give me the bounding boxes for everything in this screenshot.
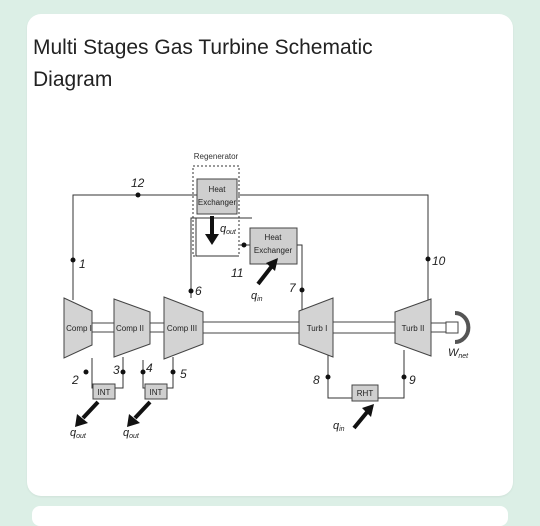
turbine-1: Turb I: [298, 297, 334, 358]
comp1-label: Comp I: [66, 324, 92, 333]
flow-lines: [72, 194, 429, 399]
compressor-2: Comp II: [113, 298, 151, 358]
hx-top-label-1: Heat: [209, 185, 227, 194]
comp2-label: Comp II: [116, 324, 144, 333]
heat-arrows: [75, 216, 374, 430]
heat-exchanger-regenerator: Heat Exchanger: [196, 178, 238, 215]
intercooler-2: INT: [144, 383, 168, 400]
q-out-int2-label: qout: [123, 427, 140, 440]
regenerator-label: Regenerator: [194, 152, 239, 161]
hx-top-label-2: Exchanger: [198, 198, 237, 207]
compressor-1: Comp I: [63, 297, 93, 359]
heat-exchanger-burner: Heat Exchanger: [249, 227, 298, 265]
turb2-label: Turb II: [402, 324, 425, 333]
state-7-label: 7: [289, 281, 297, 295]
compressor-3: Comp III: [163, 296, 204, 360]
comp3-label: Comp III: [167, 324, 197, 333]
state-3-label: 3: [113, 363, 120, 377]
int1-label: INT: [98, 388, 111, 397]
state-8-label: 8: [313, 373, 320, 387]
card-title: Multi Stages Gas Turbine Schematic Diagr…: [33, 36, 373, 91]
state-10-label: 10: [432, 254, 446, 268]
turbine-2: Turb II: [394, 298, 432, 357]
state-5-label: 5: [180, 367, 187, 381]
rht-label: RHT: [357, 389, 374, 398]
heat-labels: qout qin qin qout qout Wnet: [70, 223, 469, 440]
work-output-icon: [445, 311, 471, 344]
state-12-label: 12: [131, 176, 145, 190]
q-in-burner-label: qin: [251, 290, 263, 303]
state-6-label: 6: [195, 284, 202, 298]
state-dots: [70, 192, 431, 380]
q-in-reheat-label: qin: [333, 420, 345, 433]
state-numbers: 12 1 10 6 11 7 2 3 4 5 8 9: [71, 176, 446, 387]
w-net-label: Wnet: [448, 347, 469, 360]
intercooler-1: INT: [92, 383, 116, 400]
state-9-label: 9: [409, 373, 416, 387]
state-4-label: 4: [146, 361, 153, 375]
reheater: RHT: [351, 384, 379, 402]
int2-label: INT: [150, 388, 163, 397]
q-out-regen-label: qout: [220, 223, 237, 236]
hx-mid-label-2: Exchanger: [254, 246, 293, 255]
state-2-label: 2: [71, 373, 79, 387]
turb1-label: Turb I: [307, 324, 328, 333]
state-11-label: 11: [231, 266, 243, 280]
q-out-int1-label: qout: [70, 427, 87, 440]
hx-mid-label-1: Heat: [265, 233, 283, 242]
state-1-label: 1: [79, 257, 86, 271]
